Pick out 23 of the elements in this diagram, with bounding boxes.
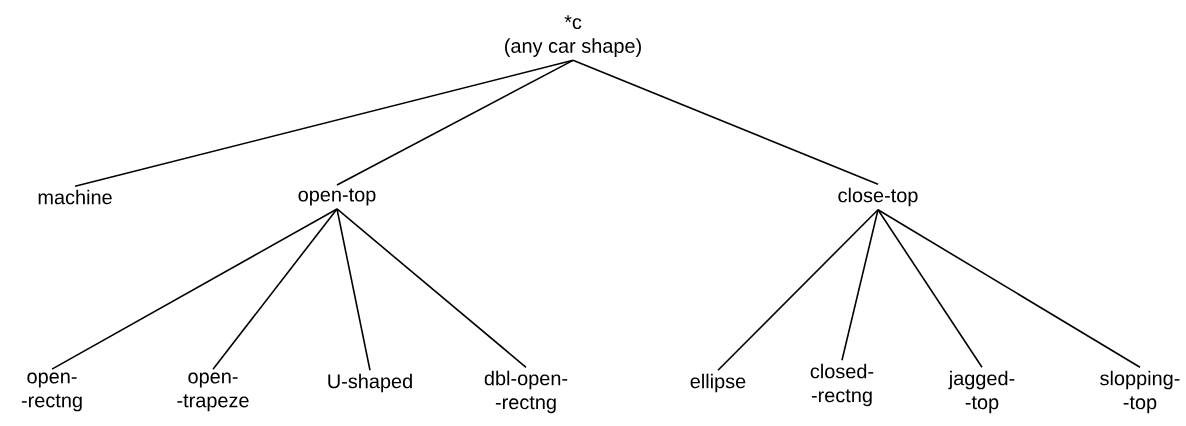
tree-branch-line — [212, 208, 338, 370]
tree-node-label: U-shaped — [328, 373, 412, 393]
tree-branch-line — [717, 208, 879, 372]
tree-node-label: open-top — [298, 188, 376, 206]
tree-branch-line — [572, 59, 879, 186]
tree-branch-line — [877, 208, 1141, 369]
tree-branch-line — [336, 208, 371, 372]
tree-branch-line — [336, 59, 574, 186]
root-label: *c (any car shape) — [505, 15, 641, 57]
tree-branch-line — [877, 208, 983, 369]
tree-node-label: open- -rectng — [21, 372, 82, 412]
tree-branch-line — [51, 208, 338, 370]
tree-node-label: dbl-open- -rectng — [484, 370, 568, 414]
tree-branch-line — [74, 59, 574, 188]
tree-branch-line — [841, 208, 879, 362]
tree-node-label: machine — [38, 189, 112, 205]
tree-node-label: ellipse — [690, 373, 746, 393]
tree-branch-line — [336, 208, 527, 369]
tree-node-label: close-top — [838, 187, 918, 207]
tree-node-label: jagged- -top — [948, 370, 1015, 414]
tree-node-label: closed- -rectng — [810, 363, 874, 407]
tree-node-label: slopping- -top — [1100, 370, 1180, 414]
tree-node-label: open- -trapeze — [177, 372, 249, 412]
